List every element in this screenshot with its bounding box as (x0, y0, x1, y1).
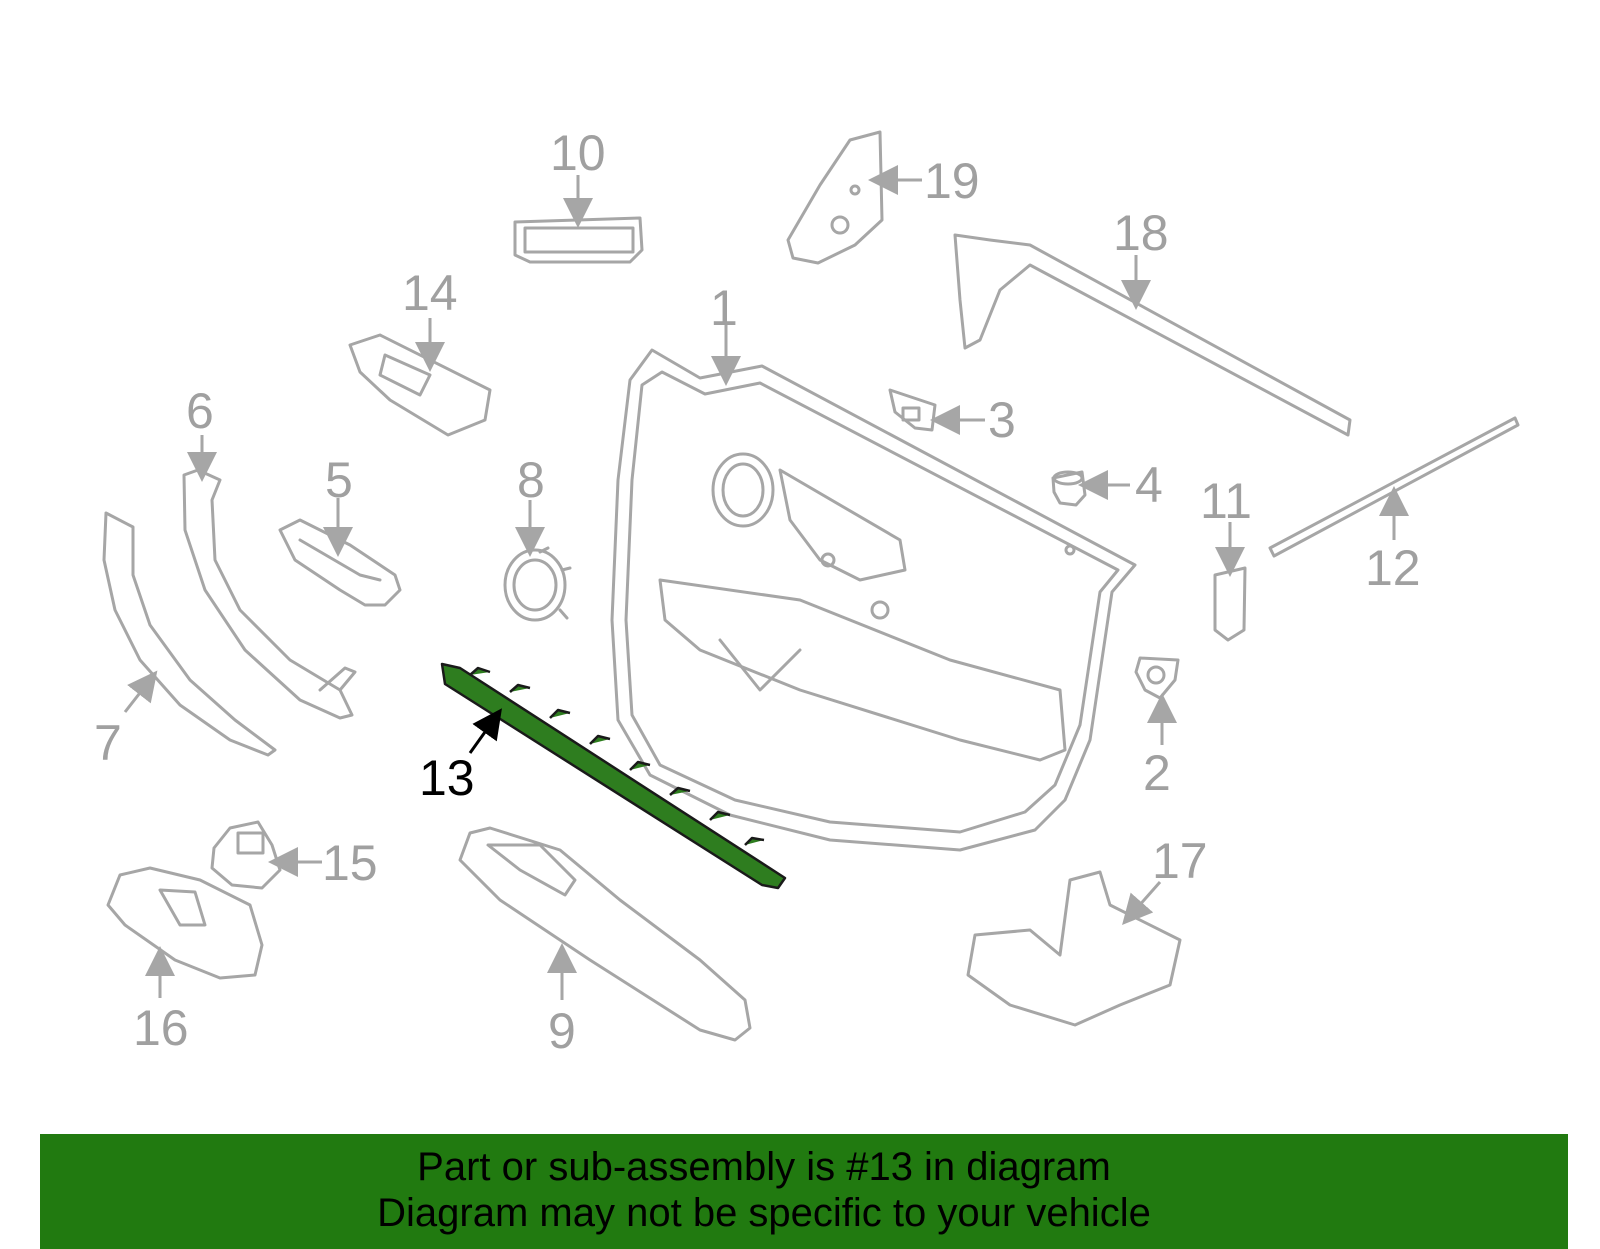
callout-16: 16 (133, 1000, 189, 1056)
part-4-grommet[interactable] (1051, 470, 1087, 507)
callout-17: 17 (1152, 833, 1208, 889)
part-7-outer-trim[interactable] (102, 511, 277, 757)
parts-diagram: 1 2 3 4 5 6 7 8 9 10 11 12 13 14 15 16 1… (94, 125, 1520, 1059)
part-16-window-switch-block[interactable] (106, 866, 264, 980)
callout-12: 12 (1365, 540, 1421, 596)
leader-arrows (123, 165, 1409, 1000)
info-banner: Part or sub-assembly is #13 in diagram D… (40, 1134, 1568, 1249)
part-12-seal-strip[interactable] (1268, 416, 1520, 558)
callout-9: 9 (548, 1003, 576, 1059)
part-18-upper-rail[interactable] (953, 233, 1352, 437)
part-9-armrest[interactable] (458, 826, 752, 1042)
part-17-bracket[interactable] (966, 870, 1182, 1027)
part-5-switch-cover[interactable] (278, 518, 402, 607)
part-19-mirror-mount[interactable] (786, 130, 884, 265)
callout-1: 1 (710, 280, 738, 336)
callout-5: 5 (325, 452, 353, 508)
callout-18: 18 (1113, 205, 1169, 261)
callout-19: 19 (924, 153, 980, 209)
banner-line-2: Diagram may not be specific to your vehi… (377, 1191, 1151, 1235)
callout-10: 10 (550, 125, 606, 181)
part-1-door-trim-panel[interactable] (610, 348, 1137, 852)
callout-3: 3 (988, 392, 1016, 448)
part-14-switch-panel[interactable] (348, 333, 492, 437)
part-15-switch[interactable] (210, 820, 282, 890)
callout-15: 15 (322, 835, 378, 891)
part-6-trim-strip[interactable] (182, 468, 357, 720)
part-2-clip[interactable] (1134, 656, 1180, 700)
part-8-speaker-ring[interactable] (503, 546, 572, 622)
callout-14: 14 (402, 265, 458, 321)
callout-13: 13 (419, 750, 475, 806)
callout-8: 8 (517, 452, 545, 508)
part-3-bracket[interactable] (888, 388, 937, 432)
callout-2: 2 (1143, 745, 1171, 801)
part-13-highlighted-strip[interactable] (440, 662, 787, 890)
part-11-clip[interactable] (1213, 566, 1247, 642)
part-10-vent-bezel[interactable] (513, 216, 644, 264)
callout-6: 6 (186, 383, 214, 439)
banner-line-1: Part or sub-assembly is #13 in diagram (417, 1145, 1111, 1189)
callout-4: 4 (1135, 457, 1163, 513)
callout-7: 7 (94, 715, 122, 771)
leader-arrow-13 (468, 708, 502, 754)
callout-11: 11 (1200, 473, 1252, 529)
